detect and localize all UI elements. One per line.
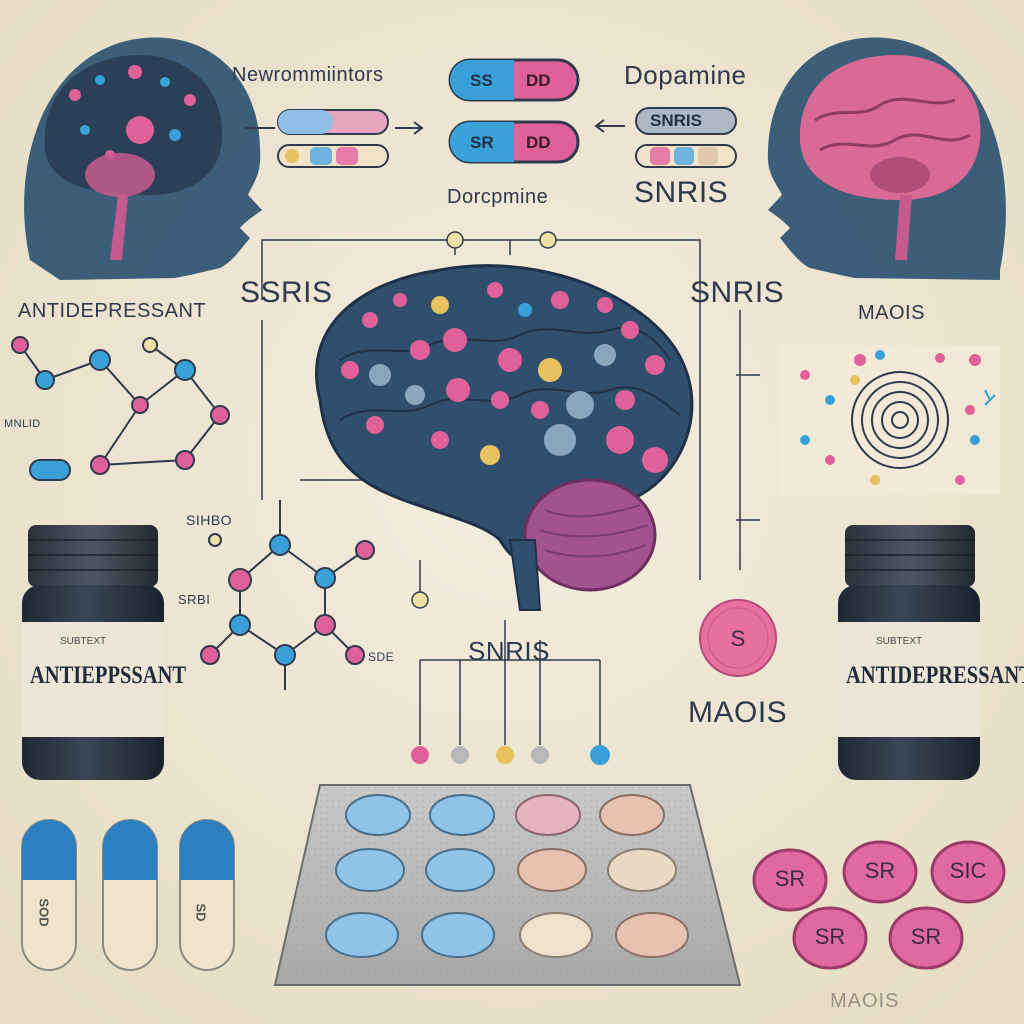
left-jar-small-text: SUBTEXT bbox=[60, 636, 107, 647]
bottom-capsules bbox=[21, 819, 235, 971]
label-maois-bottom: MAOIS bbox=[830, 990, 900, 1012]
bottom-capsule-3-text: SD bbox=[193, 903, 209, 922]
molecule-label-3: SRBI bbox=[178, 592, 211, 607]
right-jar-label: ANTIDEPRESSANT bbox=[846, 662, 1024, 689]
tablet-5-text: SR bbox=[910, 924, 942, 949]
right-medicine-jar bbox=[838, 525, 980, 780]
node-circles bbox=[411, 231, 610, 765]
label-dopamine-top: Dopamine bbox=[624, 60, 747, 90]
capsule-2-right-text: DD bbox=[526, 133, 551, 152]
capsule-2-left-text: SR bbox=[470, 133, 494, 152]
capsule-3 bbox=[179, 819, 235, 971]
molecule-label-4: SDE bbox=[368, 650, 395, 664]
label-ssris-left: SSRIS bbox=[240, 276, 333, 309]
left-medicine-jar bbox=[22, 525, 164, 780]
label-maois-right: MAOIS bbox=[858, 302, 925, 324]
tablet-1-text: SR bbox=[774, 866, 806, 891]
connector-lines bbox=[261, 239, 760, 745]
label-snris-right: SNRIS bbox=[690, 276, 785, 309]
top-pill-strip-2 bbox=[277, 144, 389, 168]
pink-pill-text: S bbox=[730, 626, 746, 651]
tablet-2-text: SR bbox=[864, 858, 896, 883]
center-brain-icon bbox=[315, 264, 694, 611]
tablet-3-text: SIC bbox=[949, 858, 987, 883]
left-molecule-top bbox=[11, 336, 230, 481]
pink-tablets bbox=[752, 840, 1006, 970]
right-jar-small-text: SUBTEXT bbox=[876, 636, 923, 647]
left-molecule-bottom bbox=[200, 500, 375, 690]
capsule-1 bbox=[21, 819, 77, 971]
right-head-icon bbox=[767, 37, 1006, 280]
label-neurotransmitters: Newrommiintors bbox=[232, 64, 384, 86]
arrows bbox=[245, 119, 625, 135]
capsule-3-text: SNRIS bbox=[650, 111, 702, 130]
label-maois-mid-right: MAOIS bbox=[688, 696, 788, 729]
label-snris-center: SNRIS bbox=[468, 636, 550, 666]
label-snris-top-right: SNRIS bbox=[634, 176, 729, 209]
snris-pill-strip bbox=[635, 107, 737, 168]
top-pill-strip-1 bbox=[277, 109, 389, 135]
tablet-4-text: SR bbox=[814, 924, 846, 949]
label-dopamine-center: Dorcpmine bbox=[447, 186, 549, 208]
molecule-label-2: SIHBO bbox=[186, 512, 233, 528]
capsule-2 bbox=[102, 819, 158, 971]
bottom-capsule-1-text: SOD bbox=[36, 898, 52, 927]
right-spiral-diagram bbox=[780, 345, 1000, 495]
capsule-sr-dd bbox=[448, 120, 580, 164]
molecule-label-1: MNLID bbox=[4, 418, 41, 430]
left-jar-label: ANTIEPPSSANT bbox=[30, 662, 187, 689]
capsule-ss-dd bbox=[448, 58, 580, 102]
blister-pack bbox=[273, 784, 742, 986]
pink-pill-icon bbox=[699, 599, 777, 677]
label-antidepressant-left: ANTIDEPRESSANT bbox=[18, 300, 207, 322]
capsule-1-left-text: SS bbox=[470, 71, 493, 90]
capsule-1-right-text: DD bbox=[526, 71, 551, 90]
left-head-icon bbox=[24, 37, 262, 280]
